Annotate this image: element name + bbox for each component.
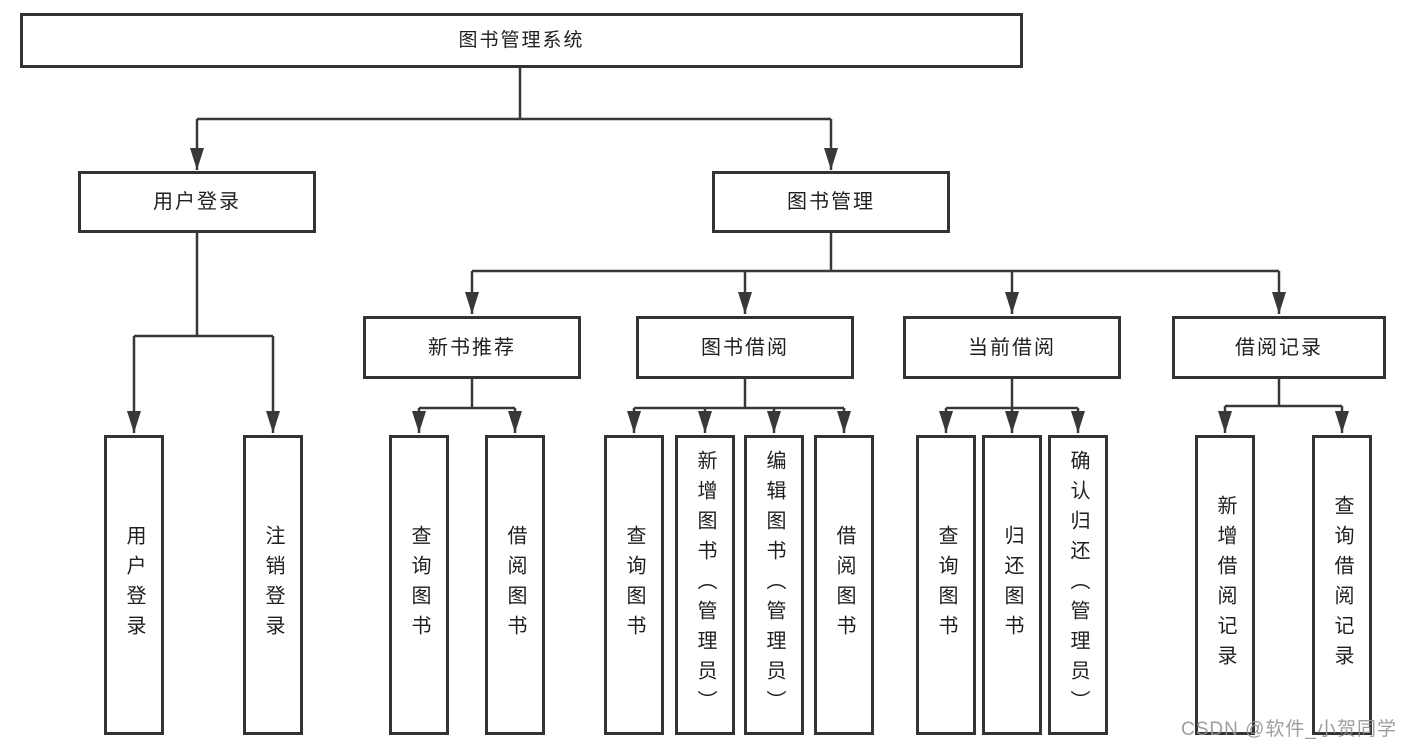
node-label: 用户登录: [153, 191, 241, 213]
leaf-user-login: 用户登录: [104, 435, 164, 735]
node-book-management-branch: 图书管理: [712, 171, 950, 233]
node-user-login-branch: 用户登录: [78, 171, 316, 233]
node-label: 归还图书: [1001, 525, 1023, 645]
node-label: 新书推荐: [428, 336, 516, 359]
node-label: 查询借阅记录: [1331, 495, 1353, 675]
node-label: 新增图书（管理员）: [694, 450, 716, 720]
leaf-return-books: 归还图书: [982, 435, 1042, 735]
leaf-confirm-return-admin: 确认归还（管理员）: [1048, 435, 1108, 735]
node-label: 查询图书: [408, 525, 430, 645]
leaf-query-books-recommend: 查询图书: [389, 435, 449, 735]
node-label: 注销登录: [262, 525, 284, 645]
leaf-add-borrow-record: 新增借阅记录: [1195, 435, 1255, 735]
node-label: 借阅记录: [1235, 336, 1323, 359]
leaf-borrow-books-recommend: 借阅图书: [485, 435, 545, 735]
node-library-management-system: 图书管理系统: [20, 13, 1023, 68]
node-book-borrowing: 图书借阅: [636, 316, 854, 379]
node-label: 图书管理系统: [458, 30, 585, 51]
node-current-borrowing: 当前借阅: [903, 316, 1121, 379]
node-label: 图书管理: [787, 191, 875, 213]
leaf-query-books-borrow: 查询图书: [604, 435, 664, 735]
node-label: 确认归还（管理员）: [1067, 450, 1089, 720]
leaf-borrow-books: 借阅图书: [814, 435, 874, 735]
node-label: 当前借阅: [968, 336, 1056, 359]
node-borrowing-records: 借阅记录: [1172, 316, 1386, 379]
node-label: 查询图书: [935, 525, 957, 645]
csdn-watermark: CSDN @软件_小贺同学: [1181, 719, 1397, 740]
node-label: 借阅图书: [833, 525, 855, 645]
node-label: 图书借阅: [701, 336, 789, 359]
node-label: 编辑图书（管理员）: [763, 450, 785, 720]
node-label: 新增借阅记录: [1214, 495, 1236, 675]
node-new-book-recommendation: 新书推荐: [363, 316, 581, 379]
leaf-edit-books-admin: 编辑图书（管理员）: [744, 435, 804, 735]
leaf-logout-login: 注销登录: [243, 435, 303, 735]
node-label: 查询图书: [623, 525, 645, 645]
node-label: 用户登录: [123, 525, 145, 645]
node-label: 借阅图书: [504, 525, 526, 645]
leaf-query-borrow-record: 查询借阅记录: [1312, 435, 1372, 735]
leaf-add-books-admin: 新增图书（管理员）: [675, 435, 735, 735]
leaf-query-books-current: 查询图书: [916, 435, 976, 735]
